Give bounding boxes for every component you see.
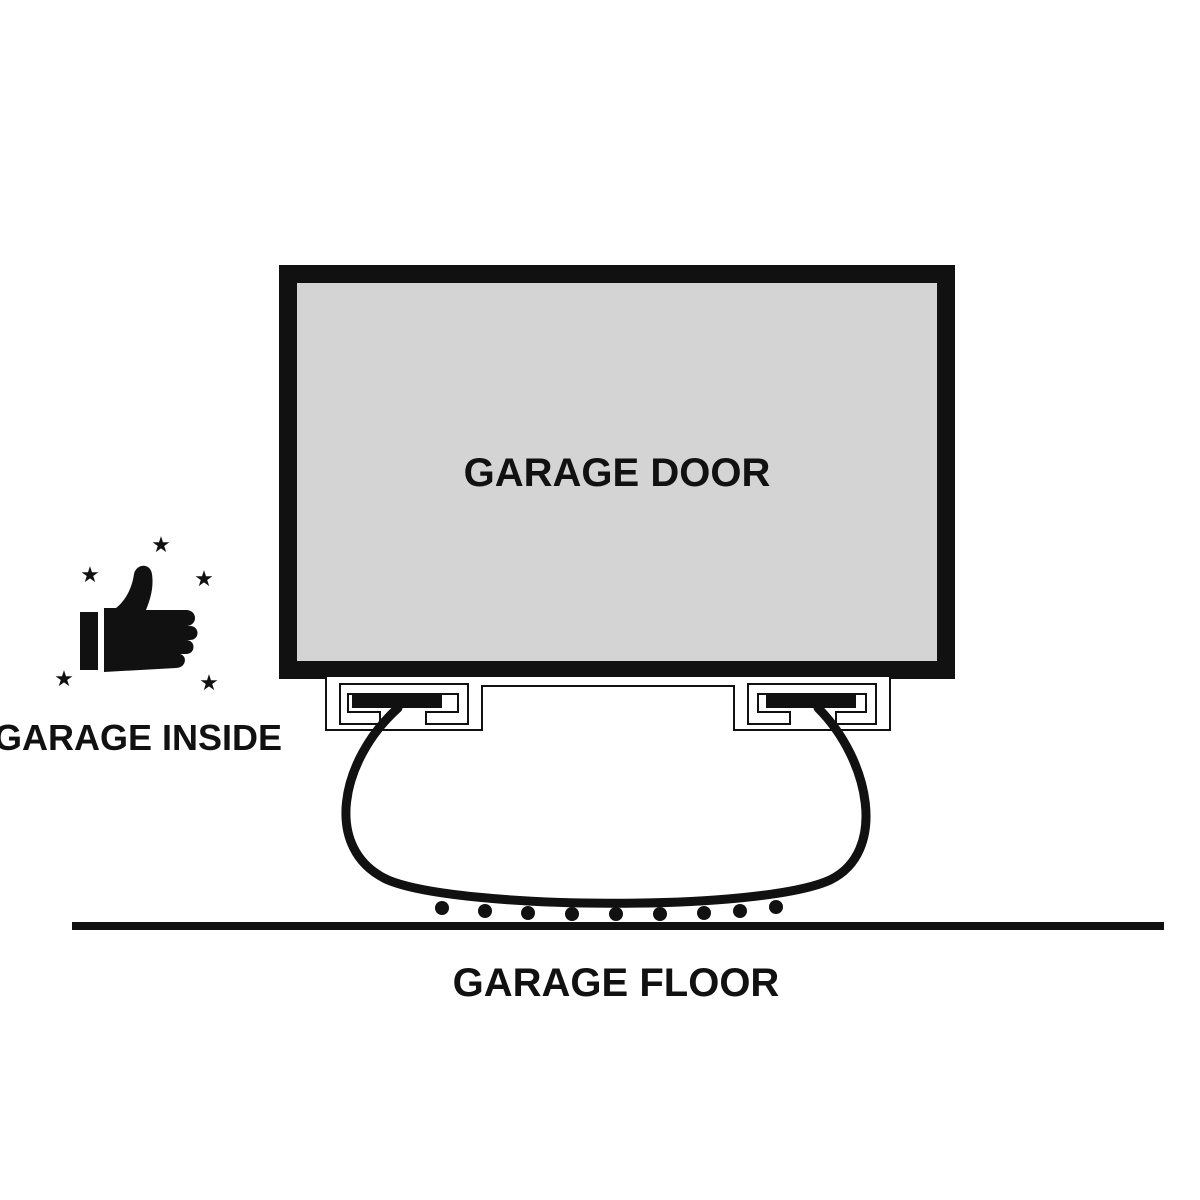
garage-inside-label: GARAGE INSIDE [0,717,282,758]
garage-door-panel [279,265,955,679]
seal-right-bead [766,693,856,708]
thumbs-up-cuff [80,612,98,670]
garage-door: GARAGE DOOR [279,265,955,679]
star-icon: ★ [80,563,100,588]
seal-ridge [769,900,783,914]
bulb-seal [341,703,871,908]
seal-ridge [609,907,623,921]
thumbs-up-icon [80,565,198,672]
thumbs-up-hand [104,565,198,672]
seal-ridge [733,904,747,918]
garage-floor-line [72,922,1164,930]
star-icon: ★ [151,533,171,558]
seal-ridge [521,906,535,920]
garage-door-label: GARAGE DOOR [464,451,771,495]
star-icon: ★ [194,567,214,592]
seal-ridge [478,904,492,918]
star-icon: ★ [199,671,219,696]
seal-ridge [435,901,449,915]
seal-ridge [565,907,579,921]
star-icon: ★ [54,667,74,692]
seal-ridge [653,907,667,921]
seal-ridge [697,906,711,920]
garage-floor-label: GARAGE FLOOR [453,961,780,1005]
retainer-right-channel [747,683,877,725]
seal-ridges [435,900,783,921]
seal-left-bead [352,693,442,708]
stars: ★ ★ ★ ★ ★ [54,533,219,696]
